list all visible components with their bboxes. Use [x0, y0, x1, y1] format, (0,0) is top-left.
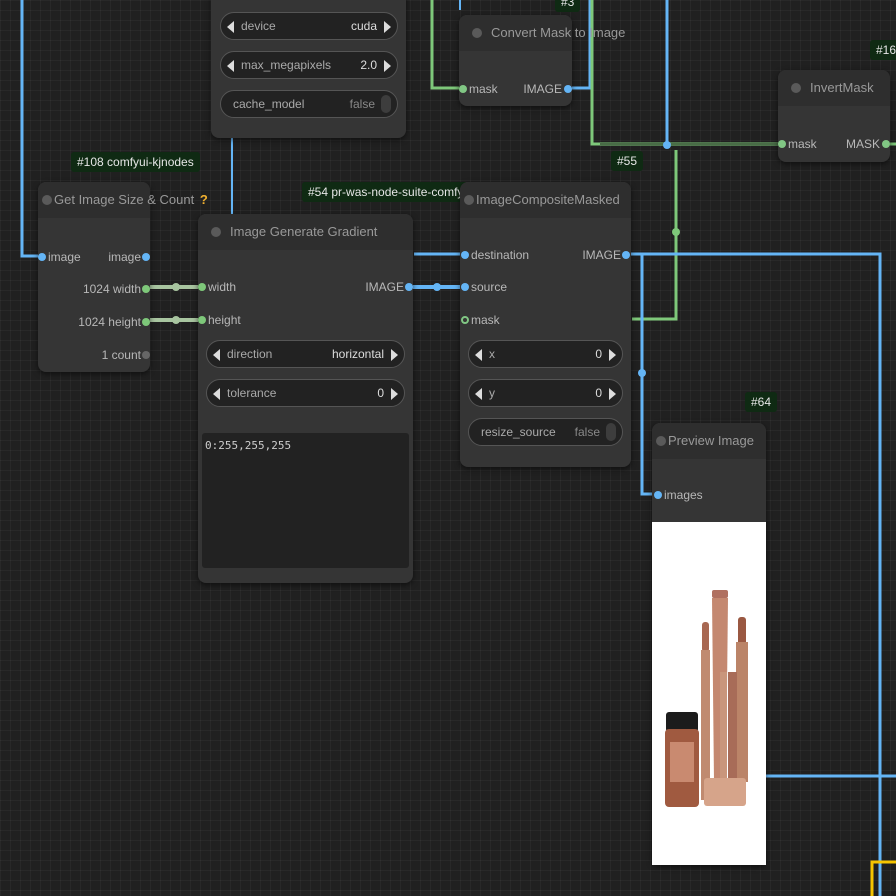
decrement-arrow-icon[interactable] [227, 60, 234, 72]
mask-input-pin[interactable] [778, 140, 786, 148]
width-output-pin[interactable] [142, 285, 150, 293]
preview-image[interactable] [652, 522, 766, 865]
mask-output-label: MASK [845, 137, 880, 151]
height-output-pin[interactable] [142, 318, 150, 326]
source-input-label: source [471, 280, 508, 294]
source-input-pin[interactable] [461, 283, 469, 291]
x-offset-widget[interactable]: x 0 [468, 340, 623, 368]
toggle-knob [606, 423, 616, 441]
decrement-arrow-icon[interactable] [213, 388, 220, 400]
node-id-badge: #108 comfyui-kjnodes [71, 152, 200, 172]
collapse-dot-icon[interactable] [656, 436, 666, 446]
get-image-size-node[interactable]: Get Image Size & Count ? image image 102… [38, 182, 208, 372]
width-input-pin[interactable] [198, 283, 206, 291]
image-output-pin[interactable] [622, 251, 630, 259]
decrement-arrow-icon[interactable] [227, 21, 234, 33]
node-title[interactable]: InvertMask [778, 70, 890, 106]
collapse-dot-icon[interactable] [464, 195, 474, 205]
increment-arrow-icon[interactable] [609, 388, 616, 400]
width-output-label: 1024 width [82, 282, 141, 296]
image-output-label: IMAGE [365, 280, 404, 294]
decrement-arrow-icon[interactable] [475, 349, 482, 361]
resize-source-toggle[interactable]: resize_source false [468, 418, 623, 446]
node-id-badge: #55 [611, 151, 644, 171]
collapse-dot-icon[interactable] [211, 227, 221, 237]
convert-mask-node[interactable]: Convert Mask to Image mask IMAGE [459, 15, 625, 106]
node-id-badge: #3 [555, 0, 581, 12]
increment-arrow-icon[interactable] [391, 388, 398, 400]
image-output-label: IMAGE [523, 82, 562, 96]
increment-arrow-icon[interactable] [384, 21, 391, 33]
cache-model-toggle[interactable]: cache_model false [220, 90, 398, 118]
count-output-label: 1 count [101, 348, 141, 362]
device-widget[interactable]: device cuda [220, 12, 398, 40]
image-composite-masked-node[interactable]: ImageCompositeMasked destination IMAGE s… [460, 182, 631, 467]
node-id-badge: #54 pr-was-node-suite-comfyu... [302, 182, 487, 202]
increment-arrow-icon[interactable] [609, 349, 616, 361]
mask-input-label: mask [469, 82, 498, 96]
image-output-pin[interactable] [142, 253, 150, 261]
direction-widget[interactable]: direction horizontal [206, 340, 405, 368]
node-title[interactable]: ImageCompositeMasked [460, 182, 631, 218]
mask-input-label: mask [471, 313, 500, 327]
collapse-dot-icon[interactable] [791, 83, 801, 93]
toggle-knob [381, 95, 391, 113]
image-output-label: IMAGE [582, 248, 621, 262]
invert-mask-node[interactable]: InvertMask mask MASK [778, 70, 890, 162]
decrement-arrow-icon[interactable] [475, 388, 482, 400]
gradient-stops-textarea[interactable]: 0:255,255,255 [202, 433, 409, 568]
images-input-label: images [664, 488, 703, 502]
mask-input-pin[interactable] [459, 85, 467, 93]
destination-input-pin[interactable] [461, 251, 469, 259]
node-title[interactable]: Get Image Size & Count ? [38, 182, 208, 218]
decrement-arrow-icon[interactable] [213, 349, 220, 361]
mask-input-label: mask [788, 137, 817, 151]
count-output-pin[interactable] [142, 351, 150, 359]
mask-output-pin[interactable] [882, 140, 890, 148]
height-input-label: height [208, 313, 241, 327]
node-title[interactable]: Image Generate Gradient [198, 214, 413, 250]
image-output-label: image [108, 250, 141, 264]
image-generate-gradient-node[interactable]: Image Generate Gradient width IMAGE heig… [198, 214, 413, 583]
model-loader-node[interactable]: device cuda max_megapixels 2.0 cache_mod… [211, 0, 406, 138]
node-id-badge: #64 [745, 392, 778, 412]
collapse-dot-icon[interactable] [472, 28, 482, 38]
height-output-label: 1024 height [78, 315, 141, 329]
image-output-pin[interactable] [405, 283, 413, 291]
tolerance-widget[interactable]: tolerance 0 [206, 379, 405, 407]
mask-input-pin[interactable] [461, 316, 469, 324]
width-input-label: width [208, 280, 237, 294]
y-offset-widget[interactable]: y 0 [468, 379, 623, 407]
collapse-dot-icon[interactable] [42, 195, 52, 205]
preview-image-node[interactable]: Preview Image images [652, 423, 766, 865]
node-title[interactable]: Convert Mask to Image [459, 15, 625, 51]
height-input-pin[interactable] [198, 316, 206, 324]
increment-arrow-icon[interactable] [391, 349, 398, 361]
image-output-pin[interactable] [564, 85, 572, 93]
cosmetic-products-image [665, 590, 748, 807]
destination-input-label: destination [471, 248, 530, 262]
image-input-label: image [48, 250, 81, 264]
max-megapixels-widget[interactable]: max_megapixels 2.0 [220, 51, 398, 79]
image-input-pin[interactable] [38, 253, 46, 261]
node-id-badge: #16 [870, 40, 896, 60]
increment-arrow-icon[interactable] [384, 60, 391, 72]
node-title[interactable]: Preview Image [652, 423, 766, 459]
images-input-pin[interactable] [654, 491, 662, 499]
help-question-icon[interactable]: ? [199, 192, 208, 207]
